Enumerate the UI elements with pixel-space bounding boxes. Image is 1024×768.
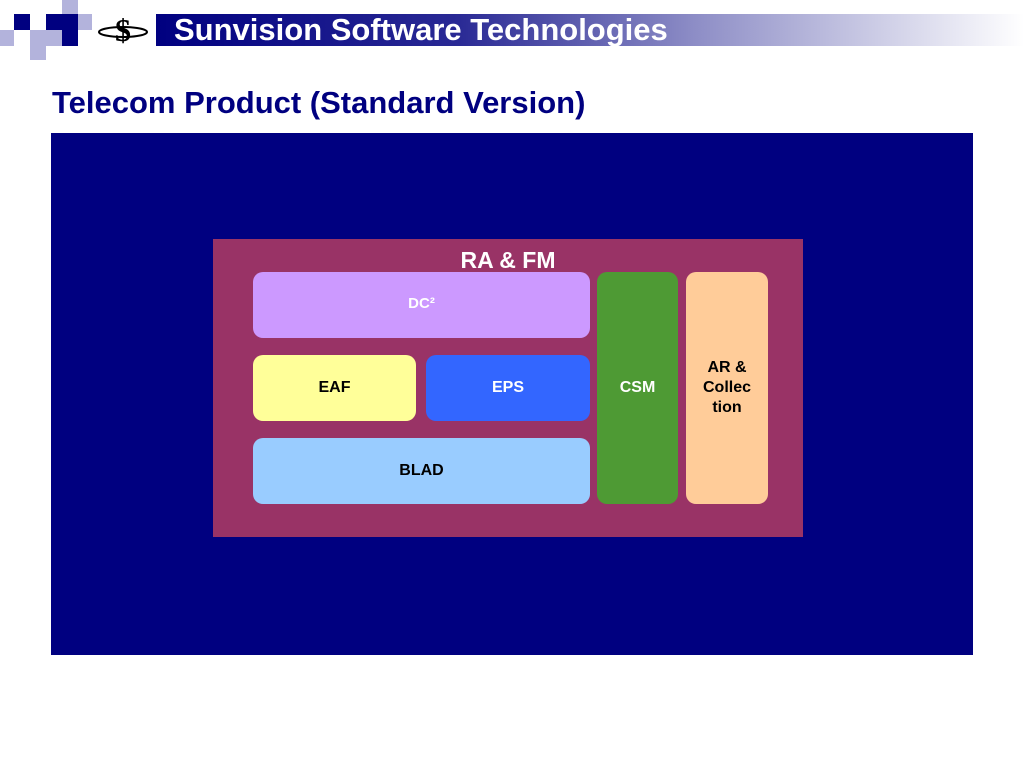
eps-label: EPS [491,379,524,396]
eaf-label: EAF [318,379,351,396]
ar-collection-box: AR & Collec tion [686,272,768,504]
eps-box: EPS [426,355,590,421]
dollar-globe-logo: $ [96,12,150,48]
decor-square [62,0,78,14]
decor-square [30,30,46,46]
decor-square [62,14,78,46]
slide-header: $ Sunvision Software Technologies [0,0,1024,62]
logo-glyph: $ [115,12,131,48]
dc2-box: DC² [253,272,590,338]
frame-title: RA & FM [460,247,556,273]
ra-fm-frame: RA & FM DC² EAF EPS BLAD CSM AR & Collec… [213,239,803,537]
decor-square [46,30,62,46]
csm-label: CSM [619,379,656,396]
decor-square [46,14,62,30]
company-name: Sunvision Software Technologies [174,12,668,47]
decor-square [78,14,92,30]
ar-collection-label: AR & Collec tion [703,358,751,418]
ar-label-line: Collec [702,379,751,396]
blad-box: BLAD [253,438,590,504]
csm-box: CSM [597,272,678,504]
eaf-box: EAF [253,355,416,421]
diagram-canvas: RA & FM DC² EAF EPS BLAD CSM AR & Collec… [51,133,973,655]
title-bar: Sunvision Software Technologies [156,12,1024,47]
ar-label-line: tion [712,399,742,416]
slide-title: Telecom Product (Standard Version) [52,85,586,120]
decor-square [30,46,46,60]
dc2-label: DC² [408,295,435,312]
decor-square [14,14,30,30]
ar-label-line: AR & [707,359,747,376]
decor-square [0,30,14,46]
blad-label: BLAD [399,462,444,479]
